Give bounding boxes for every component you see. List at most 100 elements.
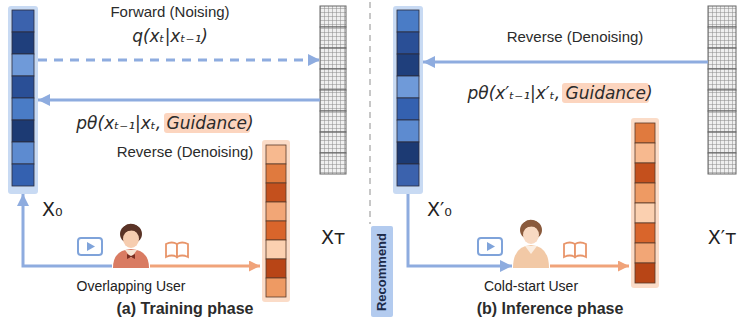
vector-cell: [397, 76, 419, 98]
user-collar: [125, 250, 137, 258]
user-body: [513, 245, 549, 268]
guidance-cell: [635, 143, 655, 163]
vector-cell: [12, 54, 34, 76]
panel-caption: (b) Inference phase: [477, 299, 624, 318]
vector-highlight: [8, 6, 38, 194]
vector-cell: [12, 164, 34, 186]
vector-cell: [12, 120, 34, 142]
vector-node: Xᴛ: [320, 6, 346, 174]
vector-cell: [397, 164, 419, 186]
guidance-cell: [266, 202, 286, 221]
connector-arrow: [38, 59, 320, 62]
connector-arrow: [423, 61, 708, 64]
vector-node: X₀: [8, 6, 38, 194]
connector-arrow: [23, 194, 112, 266]
book-page: [166, 243, 177, 258]
vector-cell: [397, 120, 419, 142]
user-node: Cold-start User: [512, 218, 550, 268]
process-label: Reverse (Denoising): [117, 143, 254, 161]
user-figure: [513, 220, 549, 268]
connector-arrow: [408, 194, 512, 266]
noise-cell: [708, 27, 736, 48]
user-collar: [525, 246, 537, 254]
book-icon: [564, 243, 586, 258]
guidance-cell: [635, 163, 655, 183]
panel-divider: [369, 2, 371, 224]
guidance-highlight: [631, 118, 659, 288]
vector-label: X′₀: [427, 198, 452, 221]
video-icon: [78, 238, 102, 255]
vector-cell: [12, 98, 34, 120]
noise-cell: [708, 153, 736, 174]
vector-cell: [397, 142, 419, 164]
guidance-cell: [266, 221, 286, 240]
vector-cell: [12, 32, 34, 54]
formula-label: pθ(x′ₜ₋₁|x′ₜ, Guidance): [467, 83, 652, 103]
guidance-cell: [635, 223, 655, 243]
guidance-arrow: [550, 265, 629, 268]
formula-label: q(xₜ|xₜ₋₁): [132, 26, 208, 46]
noise-cell: [320, 69, 346, 90]
user-label: Cold-start User: [484, 278, 578, 295]
guidance-arrow: [150, 265, 260, 268]
guidance-highlight: [262, 140, 290, 302]
vector-highlight: [393, 6, 423, 194]
noise-cell: [320, 48, 346, 69]
noise-cell: [320, 153, 346, 174]
guidance-cell: [635, 183, 655, 203]
formula-label: pθ(xₜ₋₁|xₜ, Guidance): [76, 113, 253, 133]
guidance-cell: [266, 278, 286, 297]
guidance-cell: [635, 263, 655, 283]
play-symbol: [487, 242, 495, 251]
user-face: [523, 226, 539, 244]
vector-node: X′₀: [393, 6, 423, 194]
guidance-cell: [266, 145, 286, 164]
guidance-cell: [266, 164, 286, 183]
guidance-cell: [635, 243, 655, 263]
vector-cell: [397, 98, 419, 120]
video-frame: [478, 238, 502, 255]
user-hair: [521, 220, 541, 231]
noise-cell: [320, 27, 346, 48]
guidance-cell: [266, 183, 286, 202]
box-label: Recommend: [374, 232, 390, 310]
user-node: Overlapping User: [112, 222, 150, 268]
noise-cell: [708, 111, 736, 132]
connector-arrow: [38, 99, 320, 102]
guidance-cell: [266, 259, 286, 278]
noise-cell: [708, 69, 736, 90]
vector-cell: [12, 10, 34, 32]
book-page: [575, 243, 586, 258]
user-label: Overlapping User: [77, 278, 186, 295]
video-frame: [78, 238, 102, 255]
video-icon: [478, 238, 502, 255]
book-page: [177, 243, 188, 258]
user-face: [123, 230, 139, 248]
noise-cell: [708, 48, 736, 69]
book-icon: [166, 243, 188, 258]
noise-cell: [708, 6, 736, 27]
bow-tie: [127, 254, 135, 259]
vector-label: X′ᴛ: [708, 226, 736, 249]
noise-cell: [320, 90, 346, 111]
vector-cell: [12, 76, 34, 98]
guidance-cell: [635, 203, 655, 223]
noise-cell: [708, 90, 736, 111]
vector-label: Xᴛ: [321, 226, 345, 249]
user-hair: [121, 224, 141, 235]
vector-cell: [12, 142, 34, 164]
vector-node: X′ᴛ: [708, 6, 736, 174]
user-figure: [113, 224, 149, 268]
book-page: [564, 243, 575, 258]
noise-cell: [320, 6, 346, 27]
vector-cell: [397, 32, 419, 54]
noise-cell: [708, 132, 736, 153]
play-symbol: [87, 242, 95, 251]
process-label: Reverse (Denoising): [507, 28, 644, 46]
process-label: Forward (Noising): [110, 3, 229, 21]
vector-label: X₀: [42, 198, 63, 221]
guidance-cell: [266, 240, 286, 259]
guidance-cell: [635, 123, 655, 143]
recommend-box: Recommend: [371, 226, 393, 317]
